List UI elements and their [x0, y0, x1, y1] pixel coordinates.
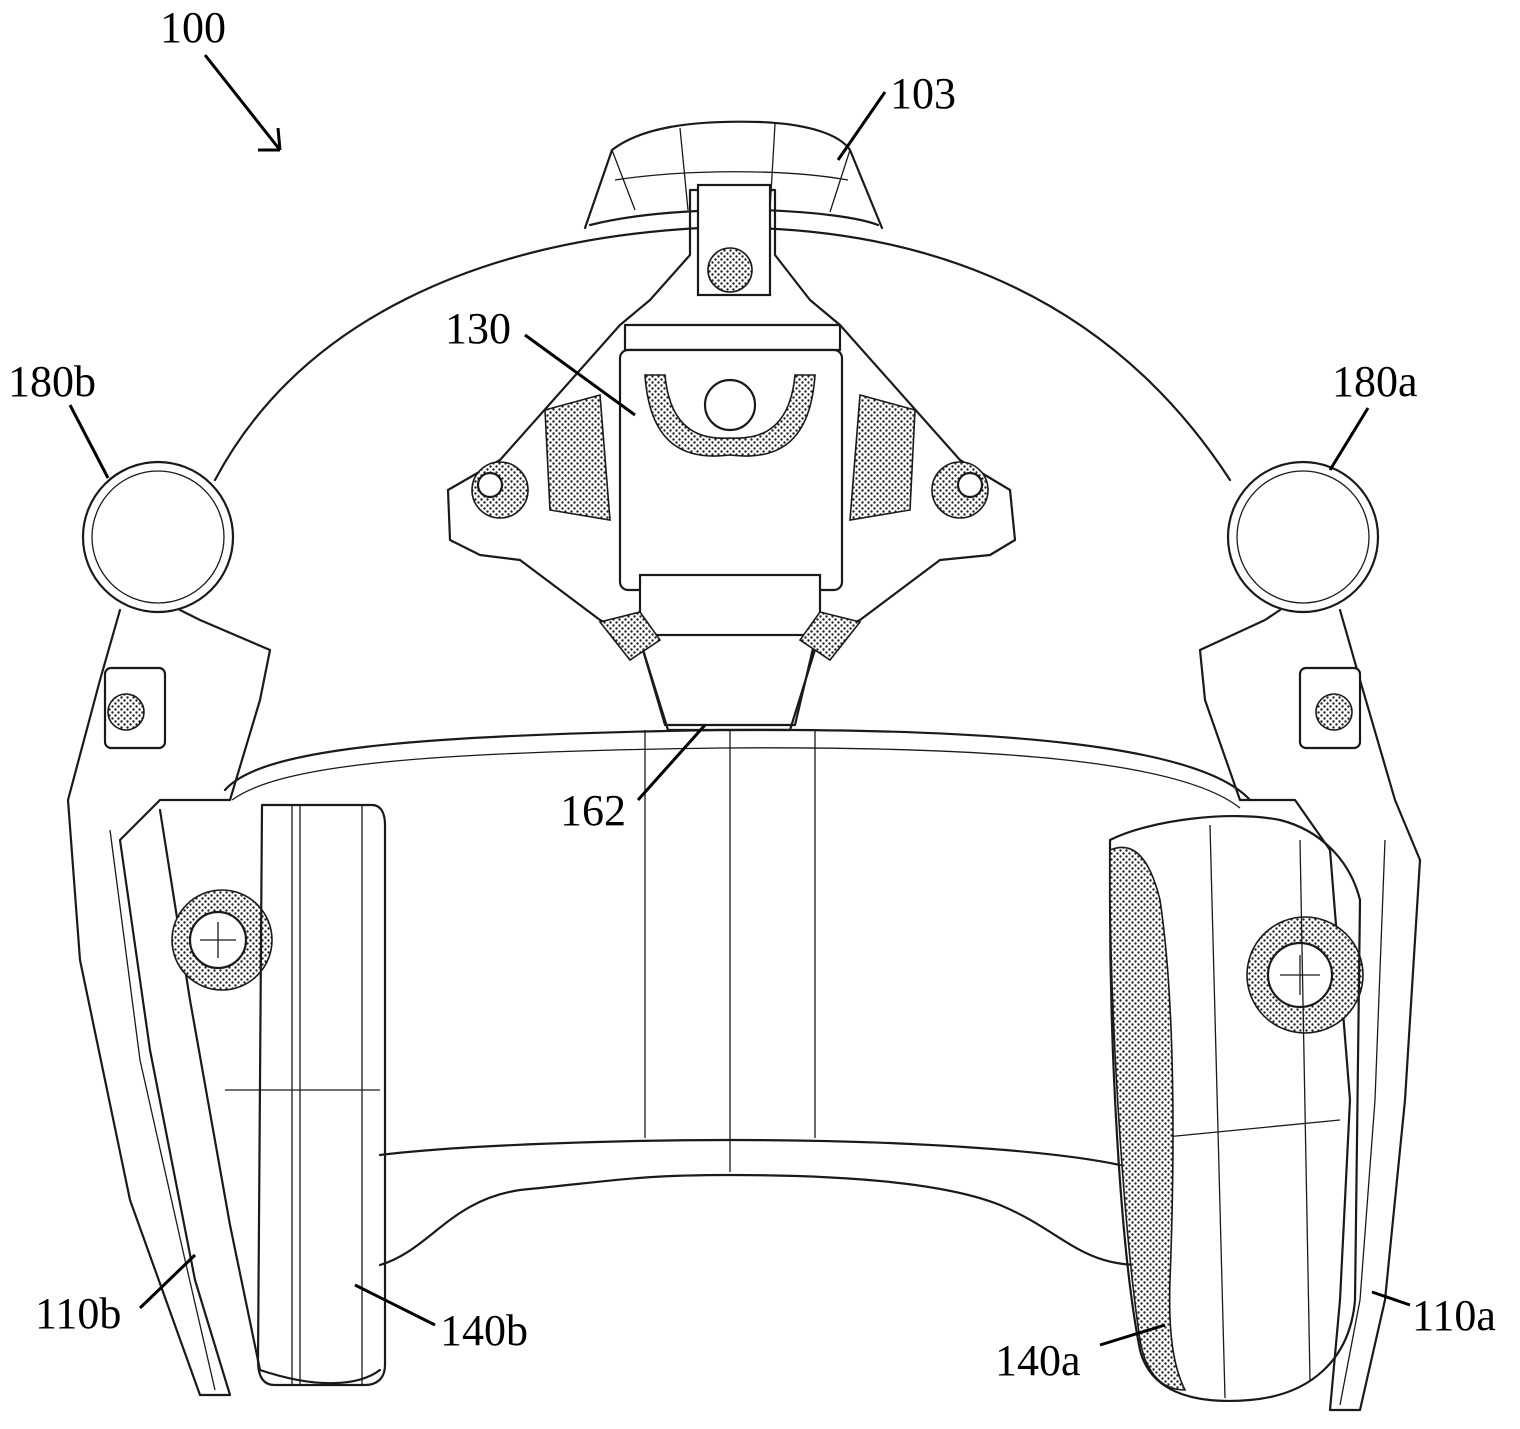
label-180a: 180a [1332, 357, 1418, 406]
earcup-left [258, 805, 385, 1385]
earcup-right [1110, 816, 1360, 1401]
label-130: 130 [445, 304, 511, 353]
label-110b: 110b [35, 1289, 121, 1338]
label-110a: 110a [1412, 1291, 1496, 1340]
label-162: 162 [560, 786, 626, 835]
label-140b: 140b [440, 1306, 528, 1355]
label-103: 103 [890, 69, 956, 118]
label-140a: 140a [995, 1336, 1081, 1385]
label-100: 100 [160, 3, 226, 52]
arm-left [68, 610, 380, 1395]
knob-right [1228, 462, 1378, 612]
label-180b: 180b [8, 357, 96, 406]
arm-right [1200, 610, 1420, 1410]
knob-left [83, 462, 233, 612]
nvg-adapter [448, 185, 1015, 730]
